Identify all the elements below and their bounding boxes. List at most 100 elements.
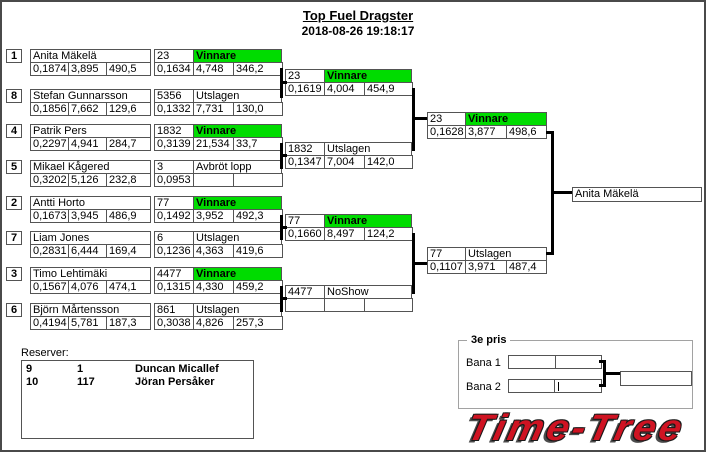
seed-box: 4	[6, 124, 22, 138]
connector-line	[283, 297, 287, 300]
round1-result-stats: 0,1634 4,748 346,2	[154, 62, 283, 76]
seed-box: 8	[6, 89, 22, 103]
result-stat-cell: 346,2	[233, 62, 283, 76]
result-stat-cell: 0,1107	[427, 260, 466, 274]
lane1-slot[interactable]	[508, 355, 602, 369]
competitor-name: Liam Jones	[30, 231, 151, 245]
result-stat-cell: 0,1634	[154, 62, 194, 76]
competitor-stats: 0,2297 4,941 284,7	[30, 137, 151, 151]
semifinal-result-stats: 0,1619 4,004 454,9	[285, 82, 413, 96]
result-status-cell: Utslagen	[465, 247, 547, 261]
competitor-entry: Patrik Pers	[30, 124, 151, 138]
result-stat-cell: 4,330	[193, 280, 234, 294]
result-status-cell: Avbröt lopp	[193, 160, 282, 174]
round1-result-stats: 0,1315 4,330 459,2	[154, 280, 283, 294]
reserves-label: Reserver:	[21, 347, 69, 359]
lane-slot-cell[interactable]	[508, 355, 556, 369]
competitor-stats: 0,1673 3,945 486,9	[30, 209, 151, 223]
stat-speed: 129,6	[106, 102, 151, 116]
result-stat-cell: 7,004	[324, 155, 365, 169]
result-stat-cell: 0,1619	[285, 82, 325, 96]
reserve-car-number: 1	[77, 363, 84, 375]
result-status-cell: Utslagen	[324, 142, 412, 156]
round1-result: 77 Vinnare	[154, 196, 282, 210]
result-stat-cell: 487,4	[506, 260, 547, 274]
result-status-cell: Vinnare	[324, 214, 412, 228]
competitor-entry: Antti Horto	[30, 196, 151, 210]
seed-box: 2	[6, 196, 22, 210]
result-stat-cell: 492,3	[233, 209, 283, 223]
stat-et: 4,076	[68, 280, 107, 294]
lane1-label: Bana 1	[466, 357, 501, 369]
connector-line	[599, 360, 606, 363]
stat-reaction: 0,4194	[30, 316, 69, 330]
result-stat-cell: 4,363	[193, 244, 234, 258]
lane-slot-cell[interactable]	[508, 379, 555, 393]
third-prize-legend: 3e pris	[467, 334, 511, 347]
result-stat-cell: 0,3139	[154, 137, 194, 151]
stat-et: 5,781	[68, 316, 107, 330]
competitor-name: Mikael Kågered	[30, 160, 151, 174]
stat-reaction: 0,1567	[30, 280, 69, 294]
result-number-cell: 23	[285, 69, 325, 83]
result-status-cell: Utslagen	[193, 303, 282, 317]
result-status-cell: Vinnare	[324, 69, 412, 83]
competitor-name: Björn Mårtensson	[30, 303, 151, 317]
connector-line	[283, 81, 287, 84]
reserve-position: 10	[26, 376, 39, 388]
result-stat-cell: 4,826	[193, 316, 234, 330]
semifinal-result-stats: 0,1347 7,004 142,0	[285, 155, 413, 169]
result-number-cell: 23	[427, 112, 466, 126]
connector-line	[280, 286, 283, 312]
result-stat-cell: 0,1315	[154, 280, 194, 294]
round1-result-stats: 0,3139 21,534 33,7	[154, 137, 283, 151]
lane2-slot[interactable]	[508, 379, 602, 393]
connector-line	[599, 384, 606, 387]
competitor-entry: Liam Jones	[30, 231, 151, 245]
third-prize-result-cell	[620, 371, 692, 386]
final-result: 23 Vinnare	[427, 112, 547, 126]
result-stat-cell: 459,2	[233, 280, 283, 294]
result-stat-cell: 0,1347	[285, 155, 325, 169]
result-number-cell: 1832	[154, 124, 194, 138]
stat-reaction: 0,1673	[30, 209, 69, 223]
reserve-car-number: 117	[77, 376, 95, 388]
competitor-stats: 0,3202 5,126 232,8	[30, 173, 151, 187]
result-stat-cell	[285, 298, 325, 312]
result-stat-cell	[324, 298, 365, 312]
seed-box: 1	[6, 49, 22, 63]
semifinal-result: 23 Vinnare	[285, 69, 412, 83]
result-status-cell: Vinnare	[465, 112, 547, 126]
stat-speed: 486,9	[106, 209, 151, 223]
connector-line	[546, 131, 554, 134]
result-number-cell: 4477	[285, 285, 325, 299]
page-header: Top Fuel Dragster 2018-08-26 19:18:17	[162, 8, 554, 38]
seed-box: 5	[6, 160, 22, 174]
stat-et: 3,945	[68, 209, 107, 223]
result-stat-cell: 0,1332	[154, 102, 194, 116]
stat-et: 5,126	[68, 173, 107, 187]
round1-result-stats: 0,0953	[154, 173, 283, 187]
result-status-cell: Vinnare	[193, 196, 282, 210]
connector-line	[551, 131, 554, 255]
lane-slot-cell[interactable]	[554, 379, 602, 393]
result-stat-cell	[193, 173, 234, 187]
stat-et: 4,941	[68, 137, 107, 151]
competitor-name: Patrik Pers	[30, 124, 151, 138]
result-status-cell: Vinnare	[193, 124, 282, 138]
semifinal-result-stats	[285, 298, 413, 312]
result-stat-cell: 454,9	[364, 82, 413, 96]
competitor-entry: Anita Mäkelä	[30, 49, 151, 63]
result-stat-cell: 419,6	[233, 244, 283, 258]
stat-speed: 187,3	[106, 316, 151, 330]
connector-line	[415, 262, 427, 265]
result-stat-cell: 0,1628	[427, 125, 466, 139]
competitor-stats: 0,4194 5,781 187,3	[30, 316, 151, 330]
result-stat-cell: 8,497	[324, 227, 365, 241]
page-title: Top Fuel Dragster	[302, 8, 414, 23]
result-stat-cell	[233, 173, 283, 187]
connector-line	[546, 252, 554, 255]
lane-slot-cell[interactable]	[555, 355, 602, 369]
round1-result-stats: 0,1332 7,731 130,0	[154, 102, 283, 116]
seed-box: 3	[6, 267, 22, 281]
